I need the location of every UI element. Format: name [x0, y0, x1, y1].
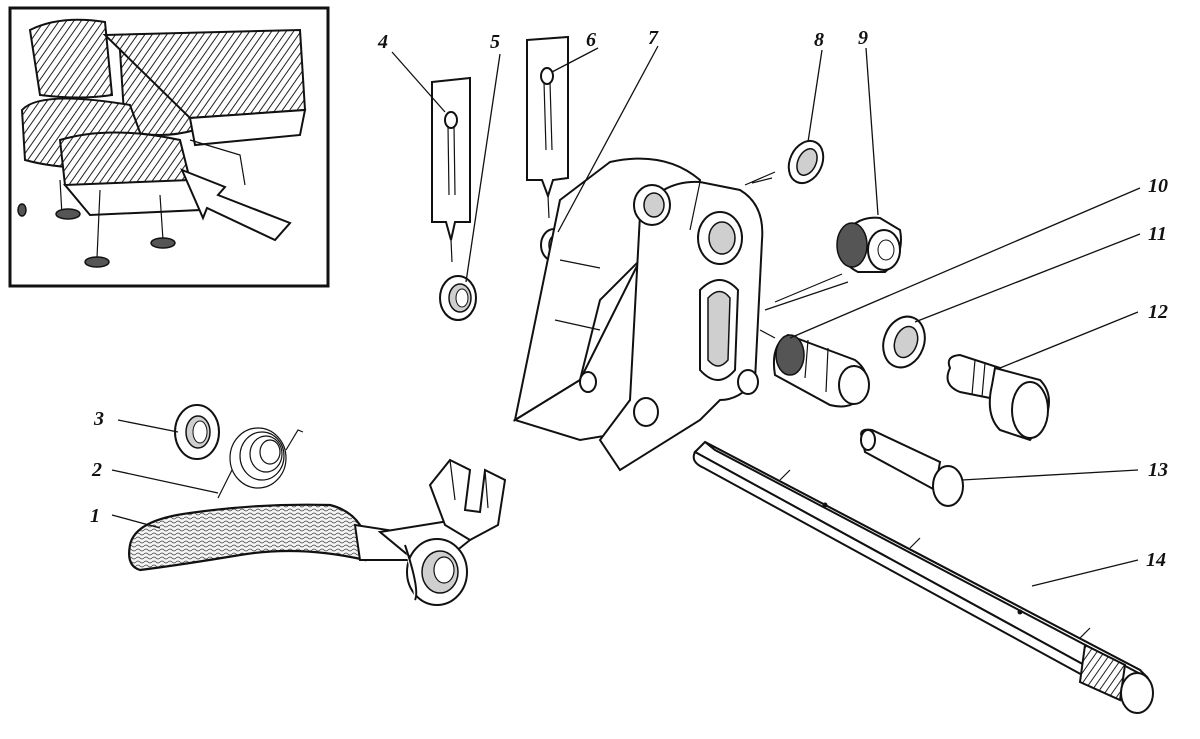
- washer-part: [439, 275, 477, 321]
- cotter-pin-part: [526, 35, 569, 219]
- washer-part: [744, 139, 825, 186]
- cotter-pin-part: [431, 76, 471, 263]
- callout-11: 11: [1148, 223, 1167, 245]
- leader-lines: [111, 45, 1141, 587]
- callout-8: 8: [814, 29, 824, 51]
- lever-part: [128, 458, 507, 606]
- bushing-part: [759, 329, 870, 408]
- callout-1: 1: [90, 505, 100, 527]
- callout-4: 4: [377, 31, 388, 53]
- callout-12: 12: [1148, 301, 1168, 323]
- seat-bracket-part: [512, 157, 764, 472]
- callout-13: 13: [1148, 459, 1168, 481]
- callout-7: 7: [648, 27, 659, 49]
- washer-part: [174, 404, 220, 460]
- washer-part: [882, 315, 926, 369]
- callout-14: 14: [1146, 549, 1166, 571]
- splined-shaft-part: [692, 440, 1154, 714]
- callout-6: 6: [586, 29, 596, 51]
- torsion-spring-part: [217, 427, 304, 499]
- bolt-part: [946, 353, 1050, 442]
- callout-10: 10: [1148, 175, 1168, 197]
- callout-labels: 1 2 3 4 5 6 7 8 9 10 11 12 13 14: [90, 27, 1168, 571]
- callout-2: 2: [91, 459, 102, 481]
- bushing-part: [764, 216, 902, 311]
- callout-9: 9: [858, 27, 868, 49]
- seat-location-inset: [8, 6, 330, 288]
- callout-5: 5: [490, 31, 500, 53]
- callout-3: 3: [93, 408, 104, 430]
- pin-part: [860, 428, 964, 507]
